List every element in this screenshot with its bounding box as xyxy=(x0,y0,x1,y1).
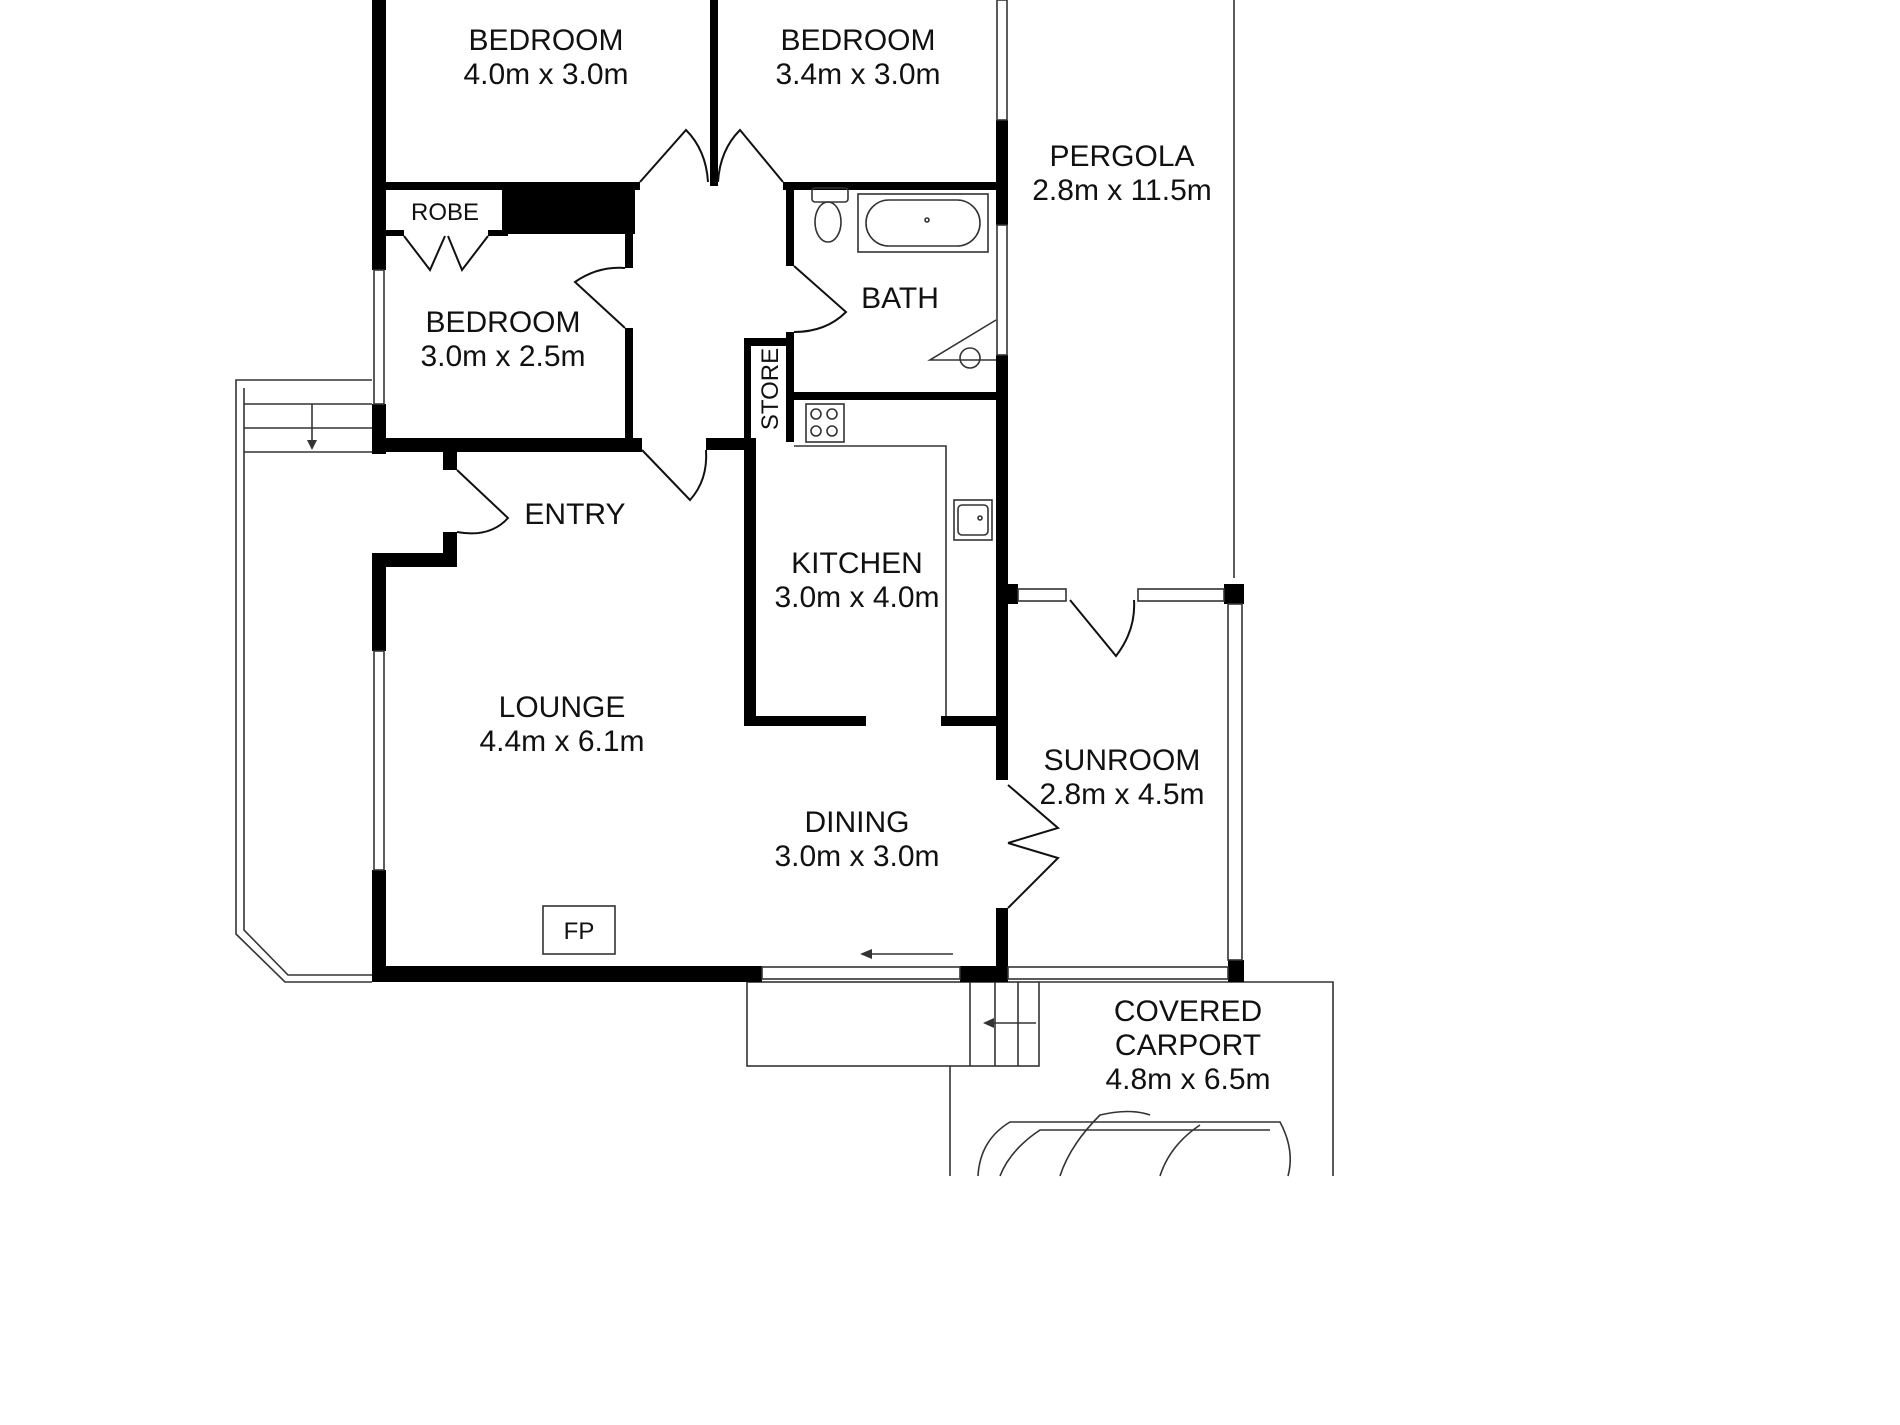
bath-label: BATH xyxy=(861,282,939,315)
sunroom-name: SUNROOM xyxy=(1044,744,1201,777)
bedroom-2-name: BEDROOM xyxy=(780,24,935,57)
store-label: STORE xyxy=(757,348,784,430)
walls xyxy=(372,0,1244,982)
bedroom-3-name: BEDROOM xyxy=(425,306,580,339)
dining-name: DINING xyxy=(805,806,910,839)
pergola-name: PERGOLA xyxy=(1049,140,1194,173)
bedroom-1-size: 4.0m x 3.0m xyxy=(463,58,628,91)
sliding-door-arrow-icon xyxy=(860,949,953,959)
stair-arrow-icon xyxy=(983,1018,1036,1028)
carport-name-line2: CARPORT xyxy=(1115,1029,1261,1062)
carport-name-line1: COVERED xyxy=(1114,995,1262,1028)
kitchen-name: KITCHEN xyxy=(791,547,923,580)
sink-icon xyxy=(953,499,993,541)
stair-arrow-icon xyxy=(307,404,317,450)
robe-label: ROBE xyxy=(411,199,479,226)
car-icon xyxy=(977,1110,1291,1177)
bedroom-2-size: 3.4m x 3.0m xyxy=(775,58,940,91)
bedroom-1-name: BEDROOM xyxy=(468,24,623,57)
doors xyxy=(403,128,1136,909)
fireplace xyxy=(542,905,616,955)
front-landing xyxy=(746,981,1040,1067)
lounge-name: LOUNGE xyxy=(499,691,626,724)
pergola-size: 2.8m x 11.5m xyxy=(1032,174,1212,207)
shower-icon xyxy=(927,319,997,369)
bathtub-icon xyxy=(857,193,989,253)
cooktop-icon xyxy=(805,403,845,443)
kitchen-size: 3.0m x 4.0m xyxy=(774,581,939,614)
sunroom-size: 2.8m x 4.5m xyxy=(1039,778,1204,811)
lounge-size: 4.4m x 6.1m xyxy=(479,725,644,758)
toilet-icon xyxy=(811,187,849,243)
side-deck xyxy=(235,379,372,983)
kitchen-bench xyxy=(794,445,947,716)
entry-label: ENTRY xyxy=(524,498,625,531)
windows xyxy=(373,0,1243,980)
fireplace-label: FP xyxy=(564,918,595,945)
bedroom-3-size: 3.0m x 2.5m xyxy=(420,340,585,373)
dining-size: 3.0m x 3.0m xyxy=(774,840,939,873)
outdoor-outlines xyxy=(235,0,1334,1176)
carport-size: 4.8m x 6.5m xyxy=(1105,1063,1270,1096)
